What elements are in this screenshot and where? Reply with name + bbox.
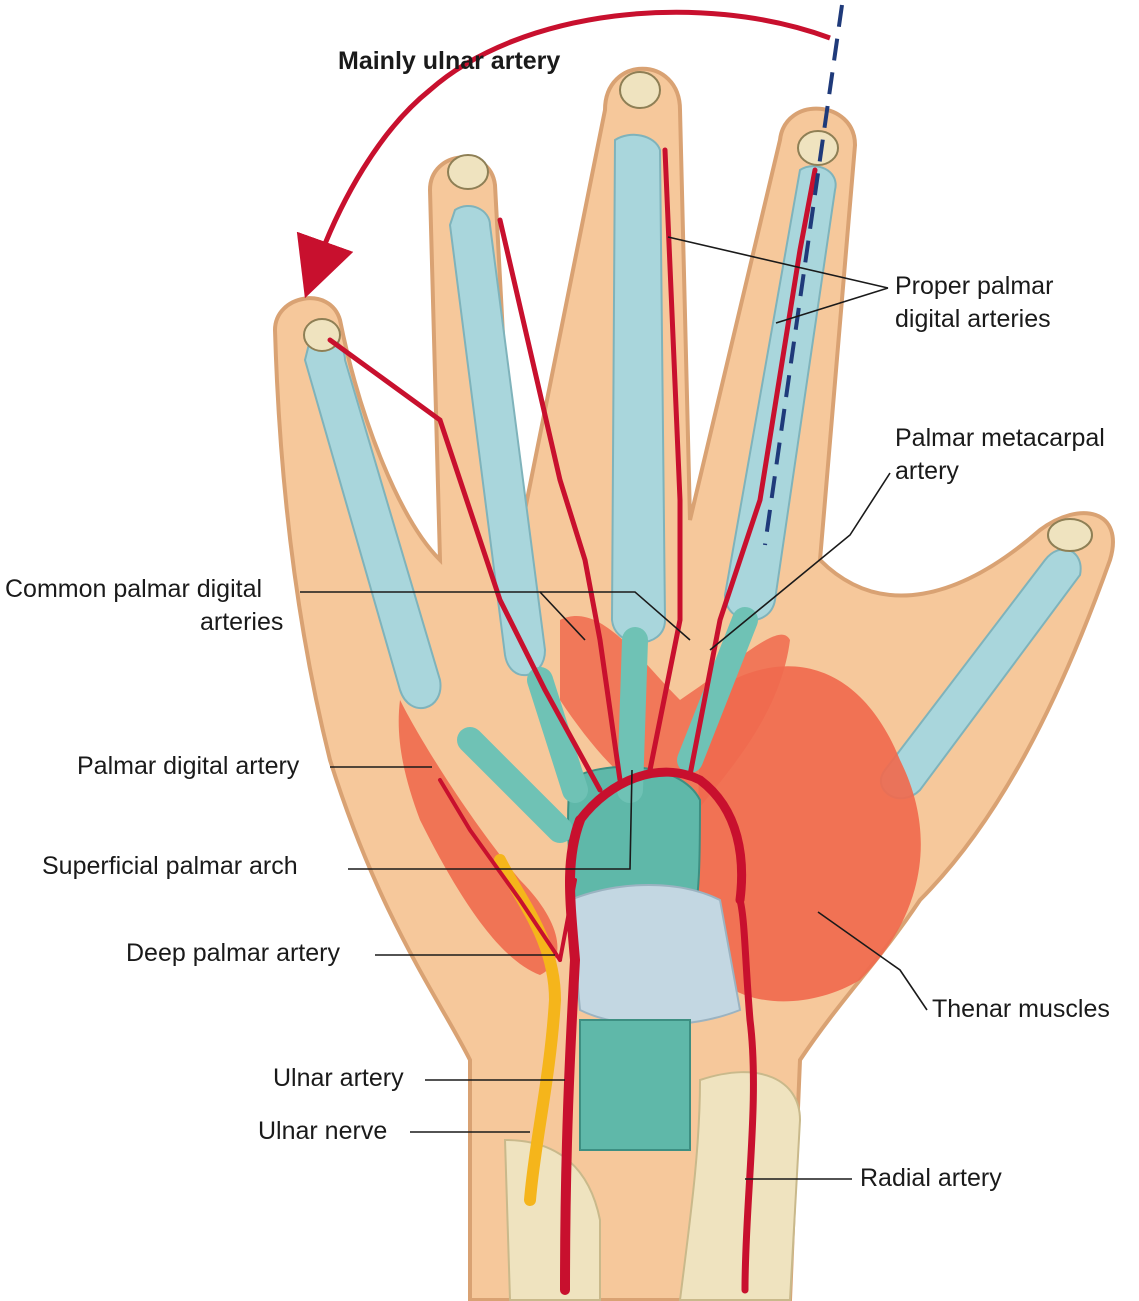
thenar-muscle-mass xyxy=(697,666,921,1002)
dividing-dashed-line xyxy=(763,4,844,546)
label-deep-palmar-artery: Deep palmar artery xyxy=(126,939,340,967)
label-palmar-metacarpal-line1: Palmar metacarpal xyxy=(895,424,1105,452)
radial-artery-path xyxy=(736,896,757,1294)
ring-finger-sheath xyxy=(448,205,547,676)
hypothenar-muscles xyxy=(398,700,558,975)
mainly-ulnar-arrow xyxy=(296,9,831,299)
tendon-sheaths xyxy=(303,133,1082,800)
distal-phalanges xyxy=(303,71,1093,552)
carpal-tendons xyxy=(579,1019,691,1151)
index-finger-sheath xyxy=(723,165,837,622)
label-proper-palmar-line1: Proper palmar xyxy=(895,272,1054,300)
middle-finger-sheath xyxy=(610,133,667,644)
label-ulnar-nerve: Ulnar nerve xyxy=(258,1117,388,1145)
superficial-arch-path xyxy=(575,767,747,905)
label-palmar-metacarpal-line2: artery xyxy=(895,457,959,485)
label-mainly-ulnar-artery: Mainly ulnar artery xyxy=(338,47,561,75)
label-proper-palmar-line2: digital arteries xyxy=(895,305,1051,333)
label-common-palmar-line1: Common palmar digital xyxy=(5,575,263,603)
label-radial-artery: Radial artery xyxy=(860,1164,1002,1192)
label-thenar-muscles: Thenar muscles xyxy=(932,995,1110,1023)
flexor-retinaculum xyxy=(568,884,742,1026)
label-ulnar-artery: Ulnar artery xyxy=(273,1064,404,1092)
leader-lines xyxy=(300,236,928,1180)
label-palmar-digital-artery: Palmar digital artery xyxy=(77,752,300,780)
ulnar-nerve xyxy=(494,854,562,1206)
label-superficial-palmar-arch: Superficial palmar arch xyxy=(42,852,298,880)
label-common-palmar-line2: arteries xyxy=(200,608,284,636)
